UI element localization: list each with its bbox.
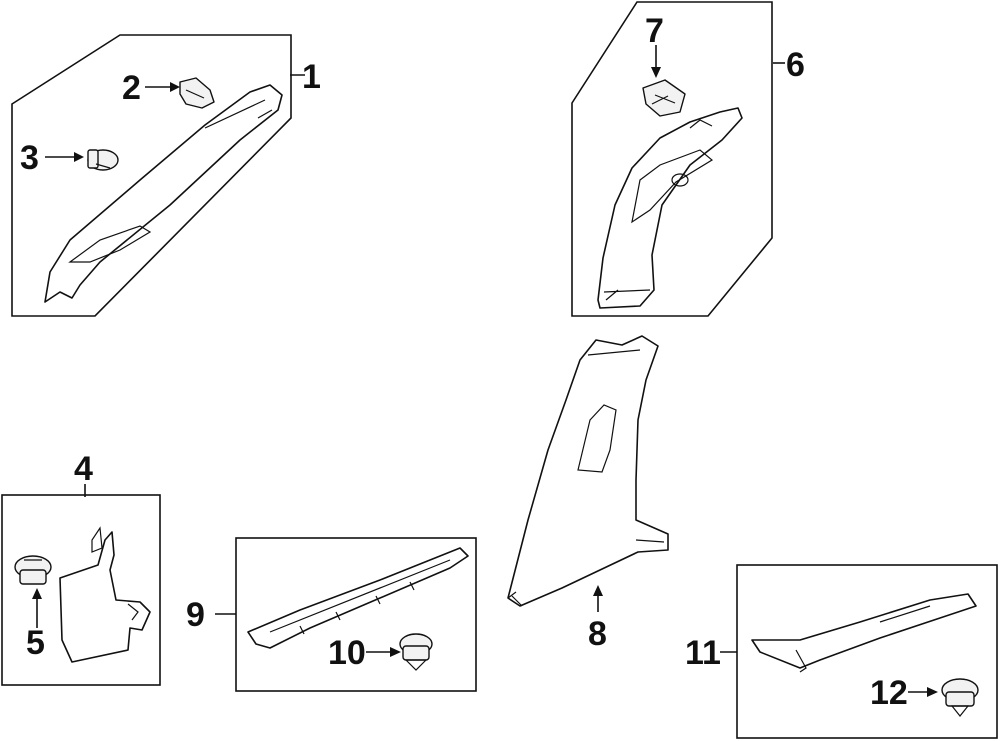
callout-7: 7	[645, 12, 664, 50]
fastener-part-5	[14, 555, 52, 585]
callout-3: 3	[20, 139, 39, 177]
part-8-center-pillar-lower-trim: 8	[507, 335, 669, 653]
callout-6: 6	[786, 46, 805, 84]
group-6-frame	[571, 1, 773, 317]
clip-part-2	[179, 77, 215, 109]
lower-trim-panel	[59, 531, 151, 663]
callout-1: 1	[302, 58, 321, 96]
callout-10: 10	[328, 634, 366, 672]
group-9-sill-plate: 9 10	[186, 537, 477, 692]
fastener-part-3	[87, 149, 119, 171]
fastener-part-10	[399, 633, 433, 671]
group-4-frame	[1, 494, 161, 686]
group-1-windshield-pillar-trim: 1 2 3	[11, 34, 321, 317]
fastener-part-12	[941, 678, 979, 717]
pillar-trim-panel	[44, 84, 283, 303]
callout-4: 4	[74, 450, 93, 488]
callout-9: 9	[186, 596, 205, 634]
group-6-center-pillar-upper-trim: 6 7	[571, 1, 805, 317]
group-4-lower-trim: 4 5	[1, 450, 161, 686]
sill-plate	[247, 547, 469, 649]
callout-2: 2	[122, 69, 141, 107]
upper-pillar-trim-panel	[597, 107, 743, 309]
callout-8: 8	[588, 615, 607, 653]
callout-12: 12	[870, 674, 908, 712]
clip-part-7	[642, 79, 686, 117]
rear-trim-strip	[751, 593, 977, 669]
group-1-frame	[11, 34, 292, 317]
callout-5: 5	[26, 624, 45, 662]
group-11-rear-trim: 11 12	[685, 564, 998, 739]
callout-11: 11	[685, 634, 721, 672]
